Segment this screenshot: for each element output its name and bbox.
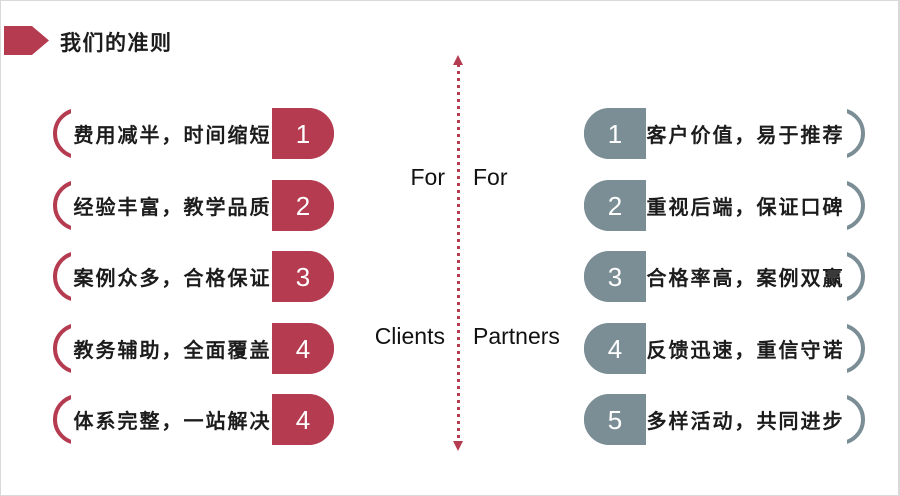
principle-text-box: 反馈迅速，重信守诺 <box>644 321 847 376</box>
principle-number-badge: 4 <box>584 323 646 374</box>
principle-number-badge: 2 <box>272 180 334 231</box>
principle-text: 反馈迅速，重信守诺 <box>646 340 845 362</box>
principle-number: 1 <box>607 118 623 149</box>
principle-number-badge: 2 <box>584 180 646 231</box>
principle-text: 客户价值，易于推荐 <box>646 125 845 147</box>
principle-number-badge: 1 <box>584 108 646 159</box>
principle-text-box: 费用减半，时间缩短 <box>71 106 274 161</box>
principle-text-box: 经验丰富，教学品质 <box>71 178 274 233</box>
axis-label-partners: Partners <box>473 323 560 349</box>
principle-text: 重视后端，保证口碑 <box>646 197 845 219</box>
principle-text: 费用减半，时间缩短 <box>73 125 272 147</box>
principle-text-box: 重视后端，保证口碑 <box>644 178 847 233</box>
client-principle-pill-2: 经验丰富，教学品质 2 <box>53 178 334 233</box>
axis-arrowhead-up-icon <box>453 55 463 65</box>
principle-text-box: 体系完整，一站解决 <box>71 392 274 447</box>
principle-number-badge: 3 <box>584 251 646 302</box>
page-title: 我们的准则 <box>60 32 173 55</box>
principle-text: 经验丰富，教学品质 <box>73 197 272 219</box>
axis-label-clients: Clients <box>374 323 445 349</box>
principle-number-badge: 4 <box>272 323 334 374</box>
client-principle-pill-5: 体系完整，一站解决 4 <box>53 392 334 447</box>
axis-dotted-line <box>457 64 460 441</box>
principle-number-badge: 4 <box>272 394 334 445</box>
principle-number: 1 <box>295 118 311 149</box>
axis-arrowhead-down-icon <box>453 441 463 451</box>
partner-principle-pill-2: 2 重视后端，保证口碑 <box>584 178 865 233</box>
principle-number: 4 <box>295 333 311 364</box>
principle-number: 2 <box>607 190 623 221</box>
principle-text-box: 教务辅助，全面覆盖 <box>71 321 274 376</box>
principle-number: 5 <box>607 404 623 435</box>
principle-text: 多样活动，共同进步 <box>646 411 845 433</box>
principle-number-badge: 5 <box>584 394 646 445</box>
principle-text-box: 多样活动，共同进步 <box>644 392 847 447</box>
principle-text: 体系完整，一站解决 <box>73 411 272 433</box>
client-principle-pill-4: 教务辅助，全面覆盖 4 <box>53 321 334 376</box>
principle-number: 3 <box>607 261 623 292</box>
axis-label-for-clients-word1: For <box>410 164 446 190</box>
partner-principle-pill-5: 5 多样活动，共同进步 <box>584 392 865 447</box>
title-arrow-icon <box>4 26 49 55</box>
principle-number-badge: 3 <box>272 251 334 302</box>
principle-text-box: 合格率高，案例双赢 <box>644 249 847 304</box>
principle-number: 3 <box>295 261 311 292</box>
client-principle-pill-1: 费用减半，时间缩短 1 <box>53 106 334 161</box>
principle-number: 4 <box>607 333 623 364</box>
client-principle-pill-3: 案例众多，合格保证 3 <box>53 249 334 304</box>
principle-text: 案例众多，合格保证 <box>73 268 272 290</box>
axis-label-for-partners-word1: For <box>473 164 508 190</box>
partner-principle-pill-3: 3 合格率高，案例双赢 <box>584 249 865 304</box>
principle-number: 4 <box>295 404 311 435</box>
principle-number: 2 <box>295 190 311 221</box>
principle-text: 教务辅助，全面覆盖 <box>73 340 272 362</box>
principle-text: 合格率高，案例双赢 <box>646 268 845 290</box>
principle-text-box: 客户价值，易于推荐 <box>644 106 847 161</box>
principle-number-badge: 1 <box>272 108 334 159</box>
partner-principle-pill-4: 4 反馈迅速，重信守诺 <box>584 321 865 376</box>
principle-text-box: 案例众多，合格保证 <box>71 249 274 304</box>
partner-principle-pill-1: 1 客户价值，易于推荐 <box>584 106 865 161</box>
